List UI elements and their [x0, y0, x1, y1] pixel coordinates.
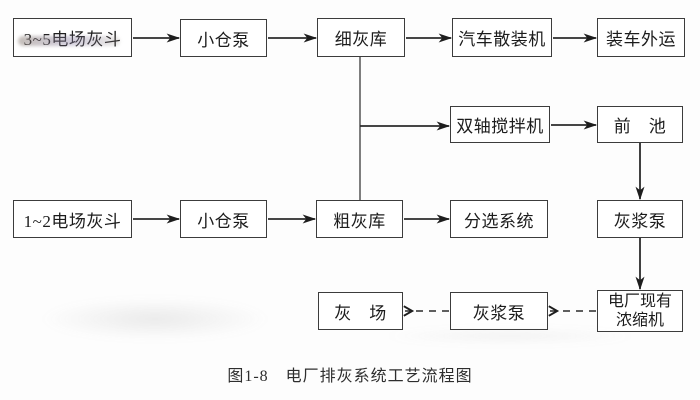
node-ash-yard: 灰 场	[318, 292, 403, 330]
node-twin-shaft-mixer: 双轴搅拌机	[450, 106, 550, 143]
node-fore-pool: 前 池	[597, 106, 683, 143]
node-hopper-3-5: 3~5电场灰斗	[13, 18, 132, 57]
node-slurry-pump-bottom: 灰浆泵	[450, 292, 548, 330]
node-slurry-pump-right: 灰浆泵	[597, 200, 683, 238]
node-sorting-system: 分选系统	[450, 200, 548, 238]
node-existing-thickener-line1: 电厂现有	[607, 292, 672, 310]
node-silo-pump-a: 小仓泵	[180, 19, 267, 57]
node-fine-ash-silo: 细灰库	[317, 18, 405, 57]
node-existing-thickener-line2: 浓缩机	[615, 312, 664, 329]
node-truck-bulk-loader: 汽车散装机	[452, 18, 552, 57]
node-truck-out: 装车外运	[597, 18, 685, 57]
node-silo-pump-b: 小仓泵	[180, 200, 267, 238]
node-hopper-1-2: 1~2电场灰斗	[13, 200, 132, 238]
node-coarse-ash-silo: 粗灰库	[316, 200, 403, 238]
node-existing-thickener: 电厂现有 浓缩机	[597, 290, 683, 332]
figure-caption: 图1-8 电厂排灰系统工艺流程图	[227, 368, 473, 385]
